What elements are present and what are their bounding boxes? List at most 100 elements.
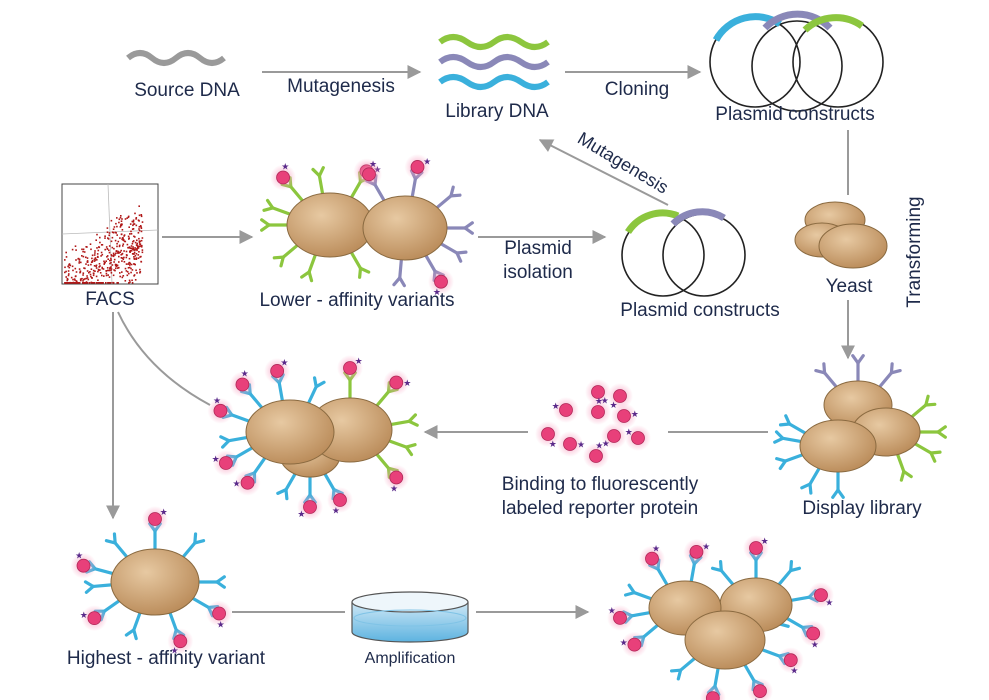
fluorophore-star-icon: ★ (369, 160, 377, 170)
facs-dot (68, 266, 71, 269)
antibody-icon (262, 198, 292, 216)
facs-dot (79, 270, 82, 272)
facs-dot (111, 246, 114, 249)
facs-dot (127, 215, 130, 218)
facs-dot (140, 246, 143, 248)
facs-dot (133, 251, 136, 254)
facs-dot (115, 265, 118, 268)
facs-dot (107, 269, 109, 272)
reporter-protein-icon: ★ (356, 160, 382, 188)
facs-dot (92, 269, 95, 272)
reporter-protein-icon: ★ (620, 631, 648, 658)
facs-dot (127, 246, 129, 249)
reporter-protein-icon: ★ (747, 678, 773, 700)
label-source-dna: Source DNA (134, 80, 240, 101)
facs-dot (112, 254, 115, 256)
facs-dot (75, 249, 77, 251)
facs-dot (121, 237, 124, 239)
fluorophore-star-icon: ★ (595, 442, 603, 452)
facs-dot (140, 227, 143, 229)
facs-dot (123, 250, 125, 252)
facs-dot (66, 279, 68, 282)
facs-dot (135, 248, 138, 250)
facs-dot (99, 272, 102, 274)
facs-dot (132, 246, 134, 248)
label-highest-affinity: Highest - affinity variant (67, 648, 266, 669)
reporter-protein-icon: ★ (625, 425, 651, 451)
facs-dot (114, 239, 117, 242)
facs-dot (134, 263, 136, 266)
facs-dot (130, 247, 133, 250)
facs-dot (81, 255, 83, 257)
facs-dot (139, 271, 141, 274)
facs-dot (136, 272, 138, 274)
fluorophore-star-icon: ★ (233, 479, 241, 489)
facs-dot (131, 279, 133, 282)
fluorophore-star-icon: ★ (212, 455, 220, 465)
reporter-protein-icon: ★ (607, 383, 633, 411)
sorted-cells: ★★★★★★★★★★ (207, 355, 419, 520)
facs-dot (117, 250, 119, 253)
facs-dot (138, 241, 141, 244)
facs-dot (139, 271, 142, 273)
reporter-protein-icon: ★ (552, 397, 579, 423)
facs-dot (77, 257, 80, 260)
antibody-icon (623, 583, 653, 601)
facs-dot (122, 239, 125, 241)
facs-dot (83, 282, 85, 284)
facs-dot (122, 258, 125, 261)
fluorophore-star-icon: ★ (752, 697, 760, 700)
facs-dot (66, 282, 68, 284)
facs-dot (139, 225, 142, 227)
facs-dot (110, 240, 113, 243)
facs-dot (113, 261, 115, 263)
facs-dot (67, 270, 70, 272)
facs-dot (121, 252, 124, 255)
facs-dot (97, 270, 99, 273)
facs-dot (89, 243, 92, 245)
facs-dot (76, 280, 78, 283)
label-binding-1: Binding to fluorescently (502, 474, 699, 495)
facs-dot (127, 263, 129, 265)
facs-dot (138, 251, 140, 253)
facs-dot (141, 244, 143, 247)
facs-dot (124, 280, 127, 282)
antibody-icon (260, 218, 289, 232)
facs-dot (123, 240, 126, 243)
facs-dot (131, 248, 134, 250)
facs-dot (131, 228, 134, 230)
facs-dot (115, 250, 118, 252)
facs-dot (89, 273, 92, 276)
facs-dot (90, 268, 93, 270)
facs-dot (132, 223, 135, 225)
reporter-protein-icon: ★ (535, 421, 561, 450)
facs-dot (107, 238, 110, 240)
antibody-icon (445, 221, 474, 235)
facs-dot (110, 219, 113, 222)
facs-dot (128, 246, 131, 248)
facs-dot (110, 266, 112, 268)
facs-dot (119, 251, 121, 253)
facs-dot (85, 263, 87, 265)
facs-dot (97, 279, 99, 281)
amplified-cells: ★★★★★★★★★★ (607, 535, 834, 700)
facs-dot (123, 261, 126, 263)
fluorophore-star-icon: ★ (595, 397, 603, 407)
facs-dot (86, 270, 89, 272)
facs-dot (89, 271, 91, 273)
facs-dot (88, 282, 91, 284)
antibody-icon (181, 532, 206, 559)
facs-dot (110, 257, 112, 260)
facs-dot (101, 267, 104, 270)
facs-dot (86, 257, 89, 259)
facs-dot (110, 272, 113, 274)
facs-dot (133, 256, 135, 258)
fluorophore-star-icon: ★ (355, 357, 363, 367)
facs-dot (120, 224, 123, 227)
facs-dot (67, 278, 69, 281)
facs-dot (128, 282, 130, 284)
facs-dot (123, 256, 125, 259)
petri-dish-icon (351, 591, 469, 643)
reporter-protein-icon: ★ (639, 544, 665, 572)
antibody-icon (276, 472, 297, 501)
